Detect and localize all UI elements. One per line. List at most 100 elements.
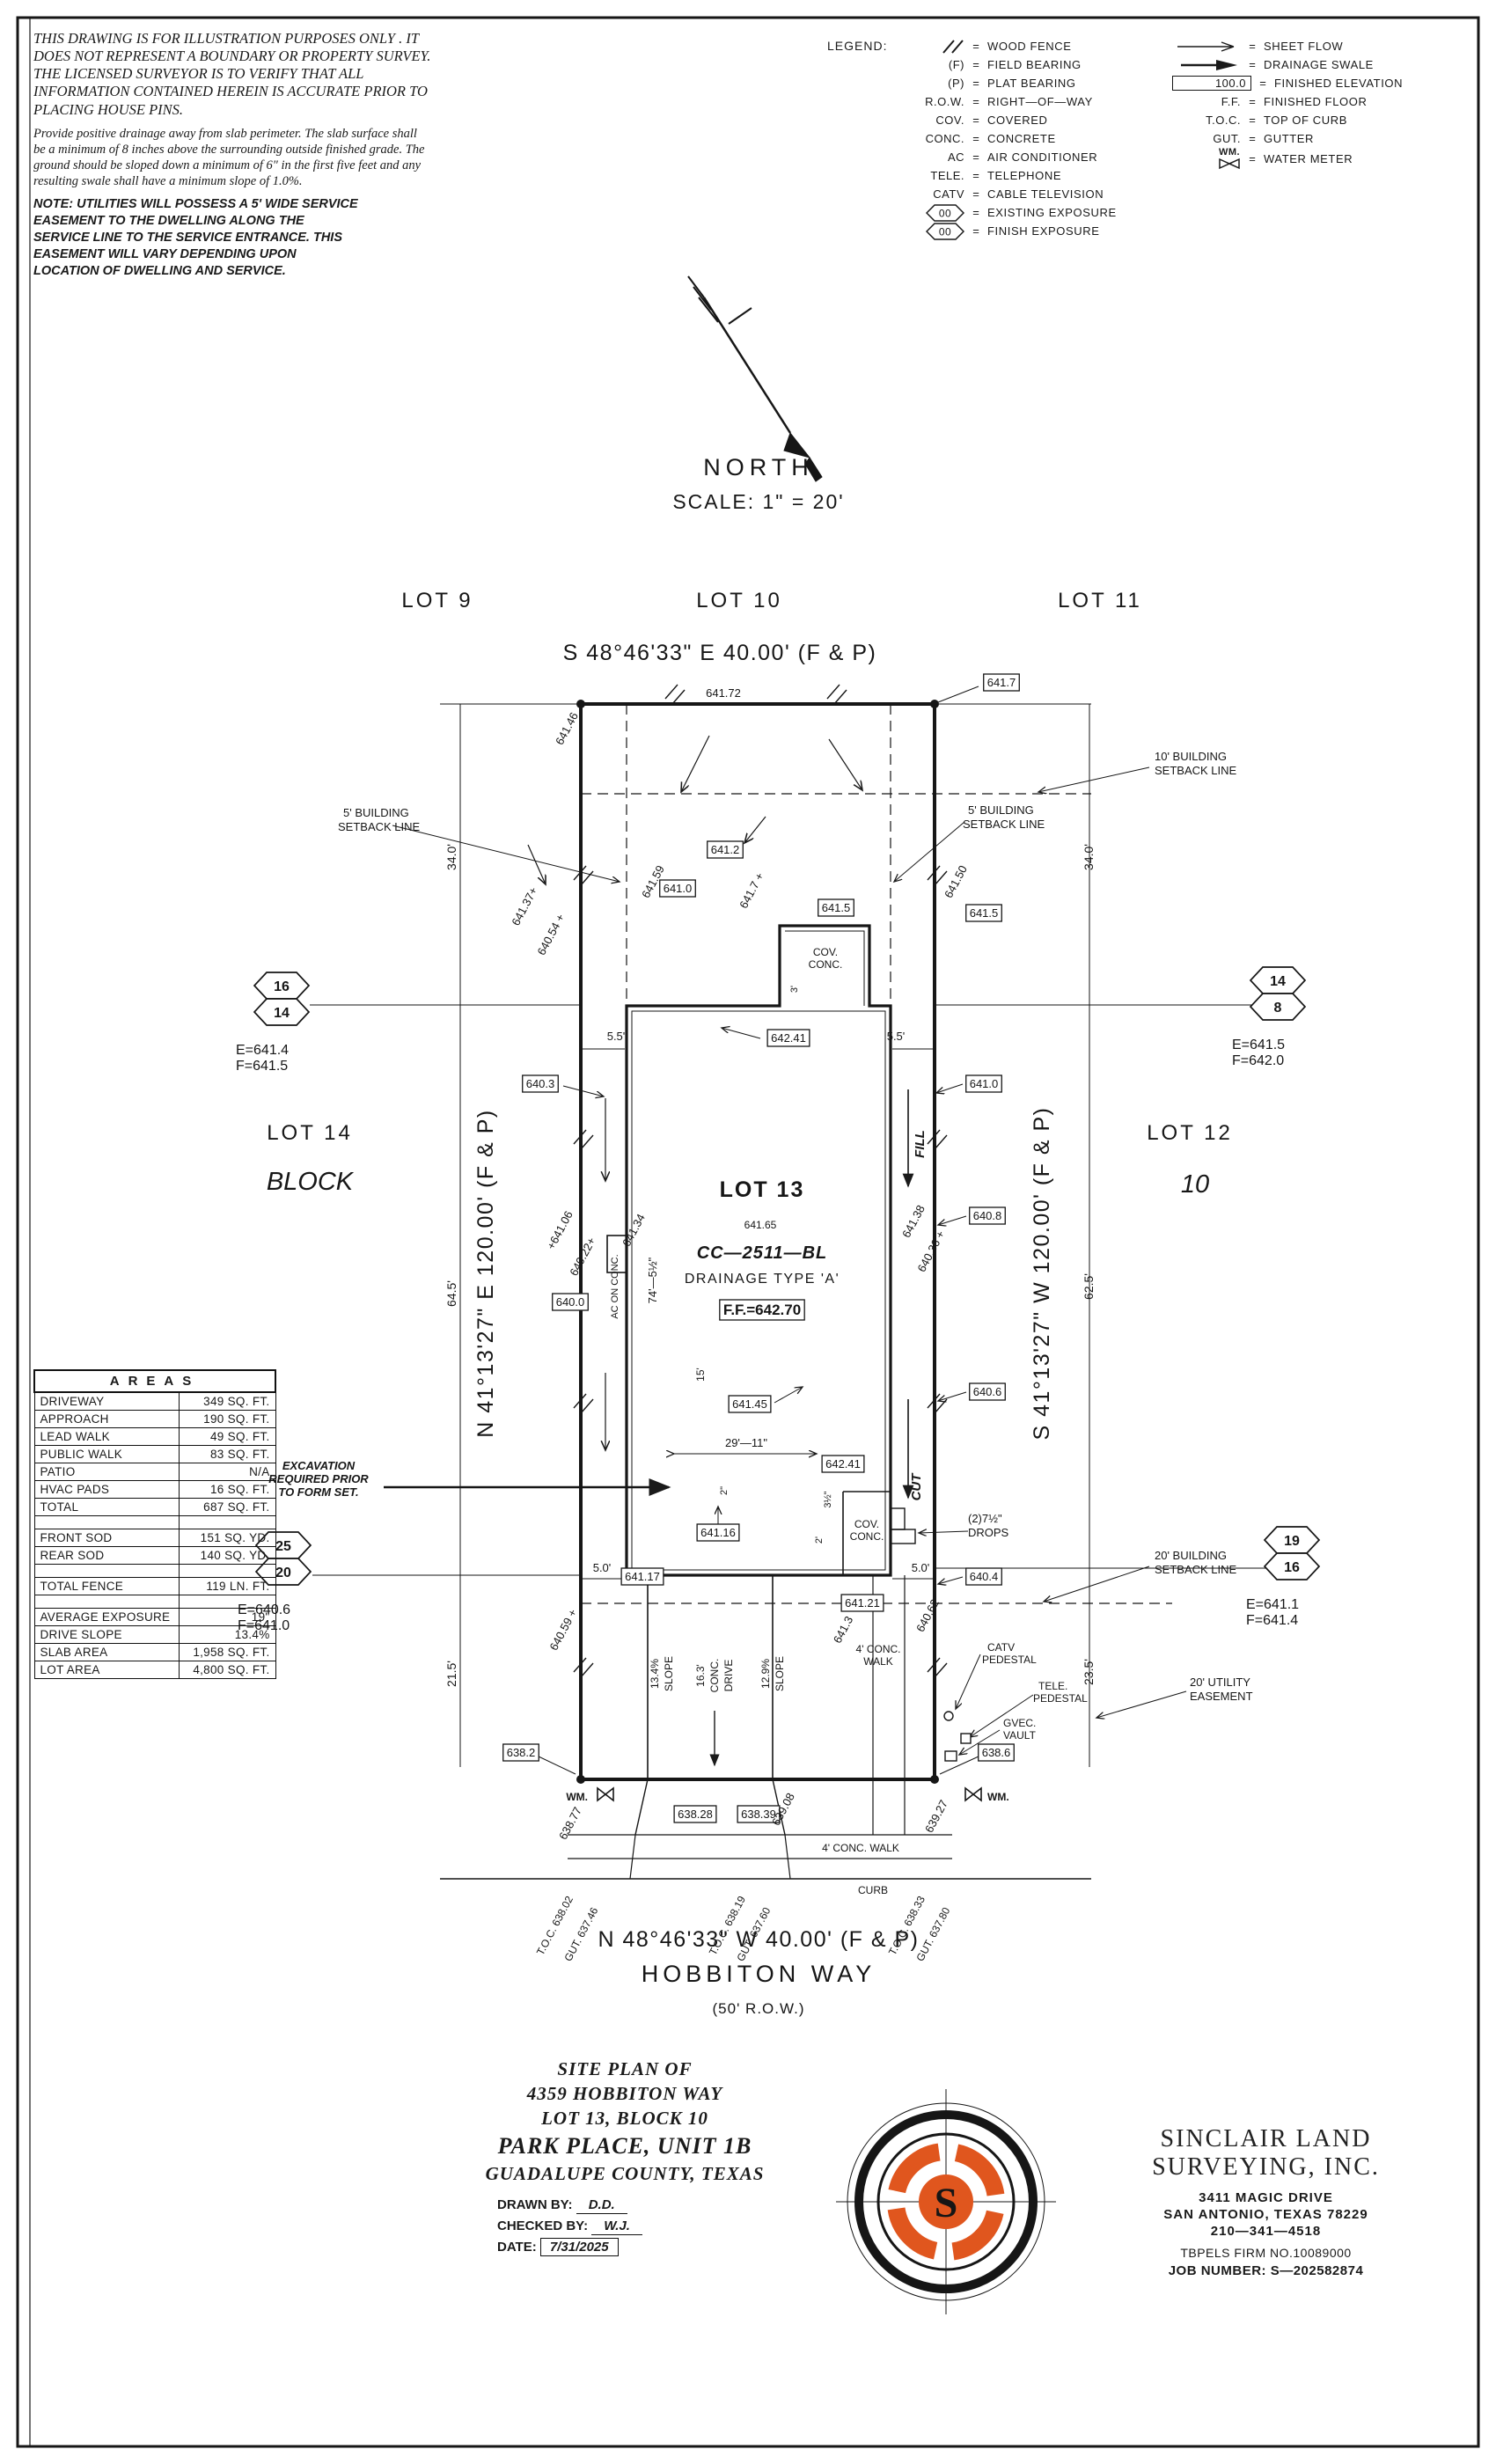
legend-item: CONC.=CONCRETE — [896, 129, 1164, 148]
legend-label: RIGHT—OF—WAY — [987, 95, 1093, 108]
legend-abbr: F.F. — [1221, 95, 1241, 108]
plan-annotation: 640.3 — [526, 1077, 555, 1090]
rear-patio — [842, 1491, 891, 1575]
legend-label: WATER METER — [1264, 152, 1353, 165]
legend-abbr: GUT. — [1213, 132, 1241, 145]
lot11-label: LOT 11 — [1058, 589, 1142, 612]
legend-abbr: (P) — [948, 77, 964, 90]
plan-annotation: 641.5 — [822, 901, 851, 914]
logo-center — [919, 2174, 973, 2229]
legend-label: GUTTER — [1264, 132, 1315, 145]
plan-annotation: 2" — [719, 1486, 730, 1495]
plan-annotation: 640.6 — [973, 1385, 1002, 1398]
bearing-right: S 41°13'27" W 120.00' (F & P) — [1030, 1106, 1054, 1440]
legend-item: WM.=WATER METER — [1172, 148, 1471, 170]
plan-annotation: 62.5' — [1082, 1273, 1096, 1300]
legend-abbr: CONC. — [925, 132, 964, 145]
property-boundary — [579, 702, 936, 1781]
areas-cell: FRONT SOD — [33, 1529, 180, 1547]
finish-exposure-value: F=641.5 — [236, 1059, 288, 1074]
elevation-box — [969, 1382, 1006, 1401]
legend-item: =WOOD FENCE — [896, 37, 1164, 55]
company-phone: 210—341—4518 — [1210, 2224, 1322, 2239]
areas-row — [33, 1515, 276, 1529]
elevation-box — [818, 898, 854, 917]
svg-text:00: 00 — [939, 225, 951, 238]
elevation-box — [673, 1805, 717, 1823]
plan-annotation: CURB — [858, 1884, 888, 1896]
legend-label: PLAT BEARING — [987, 77, 1076, 90]
plan-annotation: DROPS — [968, 1526, 1009, 1539]
plan-annotation: 638.2 — [507, 1746, 536, 1759]
areas-cell: LEAD WALK — [33, 1427, 180, 1446]
legend-item: =DRAINAGE SWALE — [1172, 55, 1471, 74]
company-street: 3411 MAGIC DRIVE — [1199, 2190, 1333, 2205]
equals-sign: = — [972, 169, 979, 182]
plan-annotation: WM. — [987, 1791, 1009, 1803]
areas-cell: AVERAGE EXPOSURE — [33, 1608, 180, 1626]
areas-cell: 16 SQ. FT. — [178, 1480, 276, 1499]
drawn-by-row: DRAWN BY: D.D. — [497, 2197, 836, 2214]
svg-text:00: 00 — [939, 207, 951, 219]
plan-annotation: 5' BUILDING — [343, 806, 409, 819]
plan-annotation: 20' UTILITY — [1190, 1676, 1250, 1689]
areas-cell: 1,958 SQ. FT. — [178, 1643, 276, 1661]
areas-cell: 4,800 SQ. FT. — [178, 1661, 276, 1679]
areas-cell: N/A — [178, 1463, 276, 1481]
checked-by-value: W.J. — [591, 2218, 642, 2235]
plan-annotation: 640.62 — [913, 1597, 942, 1634]
disclaimer-note: THIS DRAWING IS FOR ILLUSTRATION PURPOSE… — [33, 30, 431, 118]
plan-annotation: 640.54 + — [534, 912, 567, 957]
cc-number: CC—2511—BL — [697, 1243, 828, 1263]
legend-item: R.O.W.=RIGHT—OF—WAY — [896, 92, 1164, 111]
plan-annotation: 638.28 — [678, 1808, 713, 1821]
plan-annotation: 641.0 — [664, 882, 693, 895]
areas-cell: DRIVE SLOPE — [33, 1625, 180, 1644]
plan-annotation: 5.5' — [607, 1030, 626, 1043]
legend-label: CABLE TELEVISION — [987, 187, 1104, 201]
plan-annotation: 5.0' — [593, 1561, 612, 1574]
plan-annotation: PEDESTAL — [1033, 1692, 1088, 1705]
plan-annotation: COV. — [854, 1518, 879, 1530]
finish-exposure-value: F=641.4 — [1246, 1613, 1298, 1628]
plan-annotation: 12.9% — [759, 1659, 772, 1689]
tele-pedestal-symbol — [960, 1733, 972, 1744]
title-block: SITE PLAN OF 4359 HOBBITON WAY LOT 13, B… — [414, 2056, 836, 2261]
areas-cell: PUBLIC WALK — [33, 1445, 180, 1463]
legend-label: FINISH EXPOSURE — [987, 224, 1100, 238]
plan-annotation: 13.4% — [649, 1659, 661, 1689]
north-arrow — [687, 275, 823, 482]
elevation-box — [983, 673, 1020, 692]
legend-item: =SHEET FLOW — [1172, 37, 1471, 55]
house-footprint — [625, 924, 892, 1577]
plan-annotation: 23.5' — [1082, 1659, 1096, 1685]
legend-abbr: R.O.W. — [925, 95, 964, 108]
plan-annotation: (2)7½" — [968, 1512, 1002, 1525]
areas-cell: REAR SOD — [33, 1546, 180, 1565]
legend-abbr: TELE. — [930, 169, 964, 182]
plan-annotation: GVEC. — [1003, 1717, 1036, 1729]
plan-annotation: 641.37+ — [509, 884, 539, 928]
equals-sign: = — [1249, 58, 1256, 71]
plan-annotation: 4' CONC. WALK — [822, 1842, 899, 1854]
areas-cell: 349 SQ. FT. — [178, 1391, 276, 1411]
legend-left-column: =WOOD FENCE(F)=FIELD BEARING(P)=PLAT BEA… — [896, 37, 1164, 240]
elevation-box — [719, 1299, 805, 1321]
plan-annotation: 64.5' — [444, 1280, 458, 1307]
plan-annotation: CUT — [909, 1472, 924, 1501]
job-number-label: JOB NUMBER: — [1168, 2263, 1267, 2278]
plan-annotation: 641.45 — [732, 1397, 767, 1411]
plan-annotation: 641.34 — [620, 1212, 648, 1249]
exposure-number: 19 — [1284, 1534, 1300, 1549]
elevation-box — [965, 1074, 1002, 1093]
drainage-note: Provide positive drainage away from slab… — [33, 126, 425, 188]
areas-cell: 687 SQ. FT. — [178, 1498, 276, 1516]
date-label: DATE: — [497, 2240, 537, 2255]
bearing-bottom: N 48°46'33" W 40.00' (F & P) — [598, 1927, 920, 1952]
